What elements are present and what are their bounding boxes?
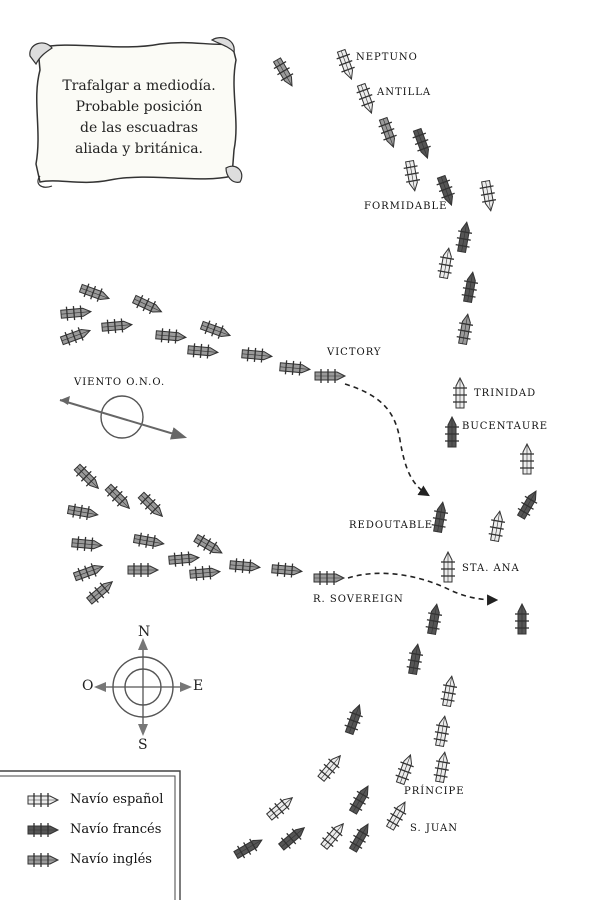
compass-rose xyxy=(94,638,192,736)
ship-english-59 xyxy=(313,571,346,585)
ship-french-10 xyxy=(461,271,479,304)
sovereign-course-arrow xyxy=(347,572,499,606)
ship-french-8 xyxy=(455,221,473,254)
label-s-juan: S. JUAN xyxy=(410,823,458,834)
ship-english-50 xyxy=(132,532,165,550)
ship-english-43 xyxy=(241,347,274,363)
map-title: Trafalgar a mediodía. Probable posición … xyxy=(62,78,216,157)
ship-spanish-7 xyxy=(479,179,497,212)
ship-english-41 xyxy=(199,320,232,339)
ship-spanish-22 xyxy=(440,675,458,708)
ship-spanish-26 xyxy=(395,753,414,786)
ship-english-58 xyxy=(271,562,304,578)
label-bucentaure: BUCENTAURE xyxy=(462,421,549,432)
ship-english-53 xyxy=(72,563,105,582)
legend-english-ship-icon xyxy=(27,853,60,867)
ship-english-54 xyxy=(127,563,160,577)
ship-spanish-18 xyxy=(441,550,455,583)
legend-spanish: Navío español xyxy=(70,792,164,807)
ship-french-20 xyxy=(515,602,529,635)
ship-french-19 xyxy=(425,603,443,636)
legend-spanish-ship-icon xyxy=(27,793,60,807)
ship-english-48 xyxy=(137,491,164,518)
ship-english-36 xyxy=(131,294,163,315)
label-victory: VICTORY xyxy=(327,347,382,358)
label-redoutable: REDOUTABLE xyxy=(349,520,434,531)
ship-french-13 xyxy=(445,415,459,448)
ship-spanish-24 xyxy=(433,751,451,784)
title-scroll xyxy=(29,37,243,188)
ship-english-52 xyxy=(193,533,223,555)
ship-spanish-27 xyxy=(317,754,342,783)
wind-indicator xyxy=(59,395,188,440)
label-antilla: ANTILLA xyxy=(377,87,432,98)
ships-layer xyxy=(59,48,538,860)
ship-english-47 xyxy=(104,483,131,510)
ship-spanish-16 xyxy=(488,510,506,543)
victory-course-arrow xyxy=(344,383,430,497)
ship-english-57 xyxy=(229,558,262,574)
ship-spanish-32 xyxy=(265,796,294,821)
ship-french-21 xyxy=(406,643,424,676)
ship-english-60 xyxy=(85,580,114,605)
ship-french-25 xyxy=(344,703,363,736)
ship-spanish-1 xyxy=(336,48,355,81)
ship-english-42 xyxy=(187,343,220,359)
ship-french-15 xyxy=(516,490,538,520)
ship-english-55 xyxy=(168,551,201,567)
ship-french-4 xyxy=(412,127,431,160)
ship-english-56 xyxy=(189,565,222,581)
wind-label: VIENTO O.N.O. xyxy=(74,377,166,388)
ship-french-33 xyxy=(277,826,306,851)
ship-spanish-12 xyxy=(453,376,467,409)
ship-english-38 xyxy=(101,318,134,334)
ship-english-51 xyxy=(71,536,104,552)
legend-english: Navío inglés xyxy=(70,852,152,867)
ship-english-40 xyxy=(155,328,188,344)
compass-west-label: O xyxy=(82,678,94,694)
ship-english-46 xyxy=(73,463,100,490)
ship-english-35 xyxy=(78,283,111,302)
ship-english-44 xyxy=(279,360,312,376)
ship-french-6 xyxy=(436,174,455,207)
ship-spanish-5 xyxy=(403,159,421,192)
label-trinidad: TRINIDAD xyxy=(474,388,537,399)
ship-english-37 xyxy=(60,305,93,321)
label-neptuno: NEPTUNO xyxy=(356,52,418,63)
compass-north-label: N xyxy=(138,624,151,640)
compass-east-label: E xyxy=(193,678,204,694)
ship-english-39 xyxy=(59,327,92,346)
ship-english-3 xyxy=(378,116,397,149)
ship-spanish-31 xyxy=(320,822,345,851)
ship-spanish-14 xyxy=(520,442,534,475)
legend-frame xyxy=(0,770,181,900)
label-principe: PRÍNCIPE xyxy=(404,786,465,797)
ship-english-49 xyxy=(66,503,99,521)
ship-french-30 xyxy=(348,823,370,853)
legend-french: Navío francés xyxy=(70,822,162,837)
compass-south-label: S xyxy=(138,737,148,753)
label-sta-ana: STA. ANA xyxy=(462,563,520,574)
ship-english-0 xyxy=(272,57,294,87)
ship-french-34 xyxy=(233,838,263,860)
label-formidable: FORMIDABLE xyxy=(364,201,448,212)
ship-spanish-2 xyxy=(356,82,375,115)
ship-spanish-23 xyxy=(433,715,451,748)
ship-english-45 xyxy=(314,369,347,383)
ship-spanish-29 xyxy=(385,801,407,831)
ship-french-17 xyxy=(431,501,449,534)
ship-french-28 xyxy=(348,785,370,815)
legend-swatches xyxy=(27,793,60,867)
ship-spanish-9 xyxy=(437,247,455,280)
legend-french-ship-icon xyxy=(27,823,60,837)
ship-english-11 xyxy=(456,313,474,346)
label-r-sovereign: R. SOVEREIGN xyxy=(313,594,404,605)
